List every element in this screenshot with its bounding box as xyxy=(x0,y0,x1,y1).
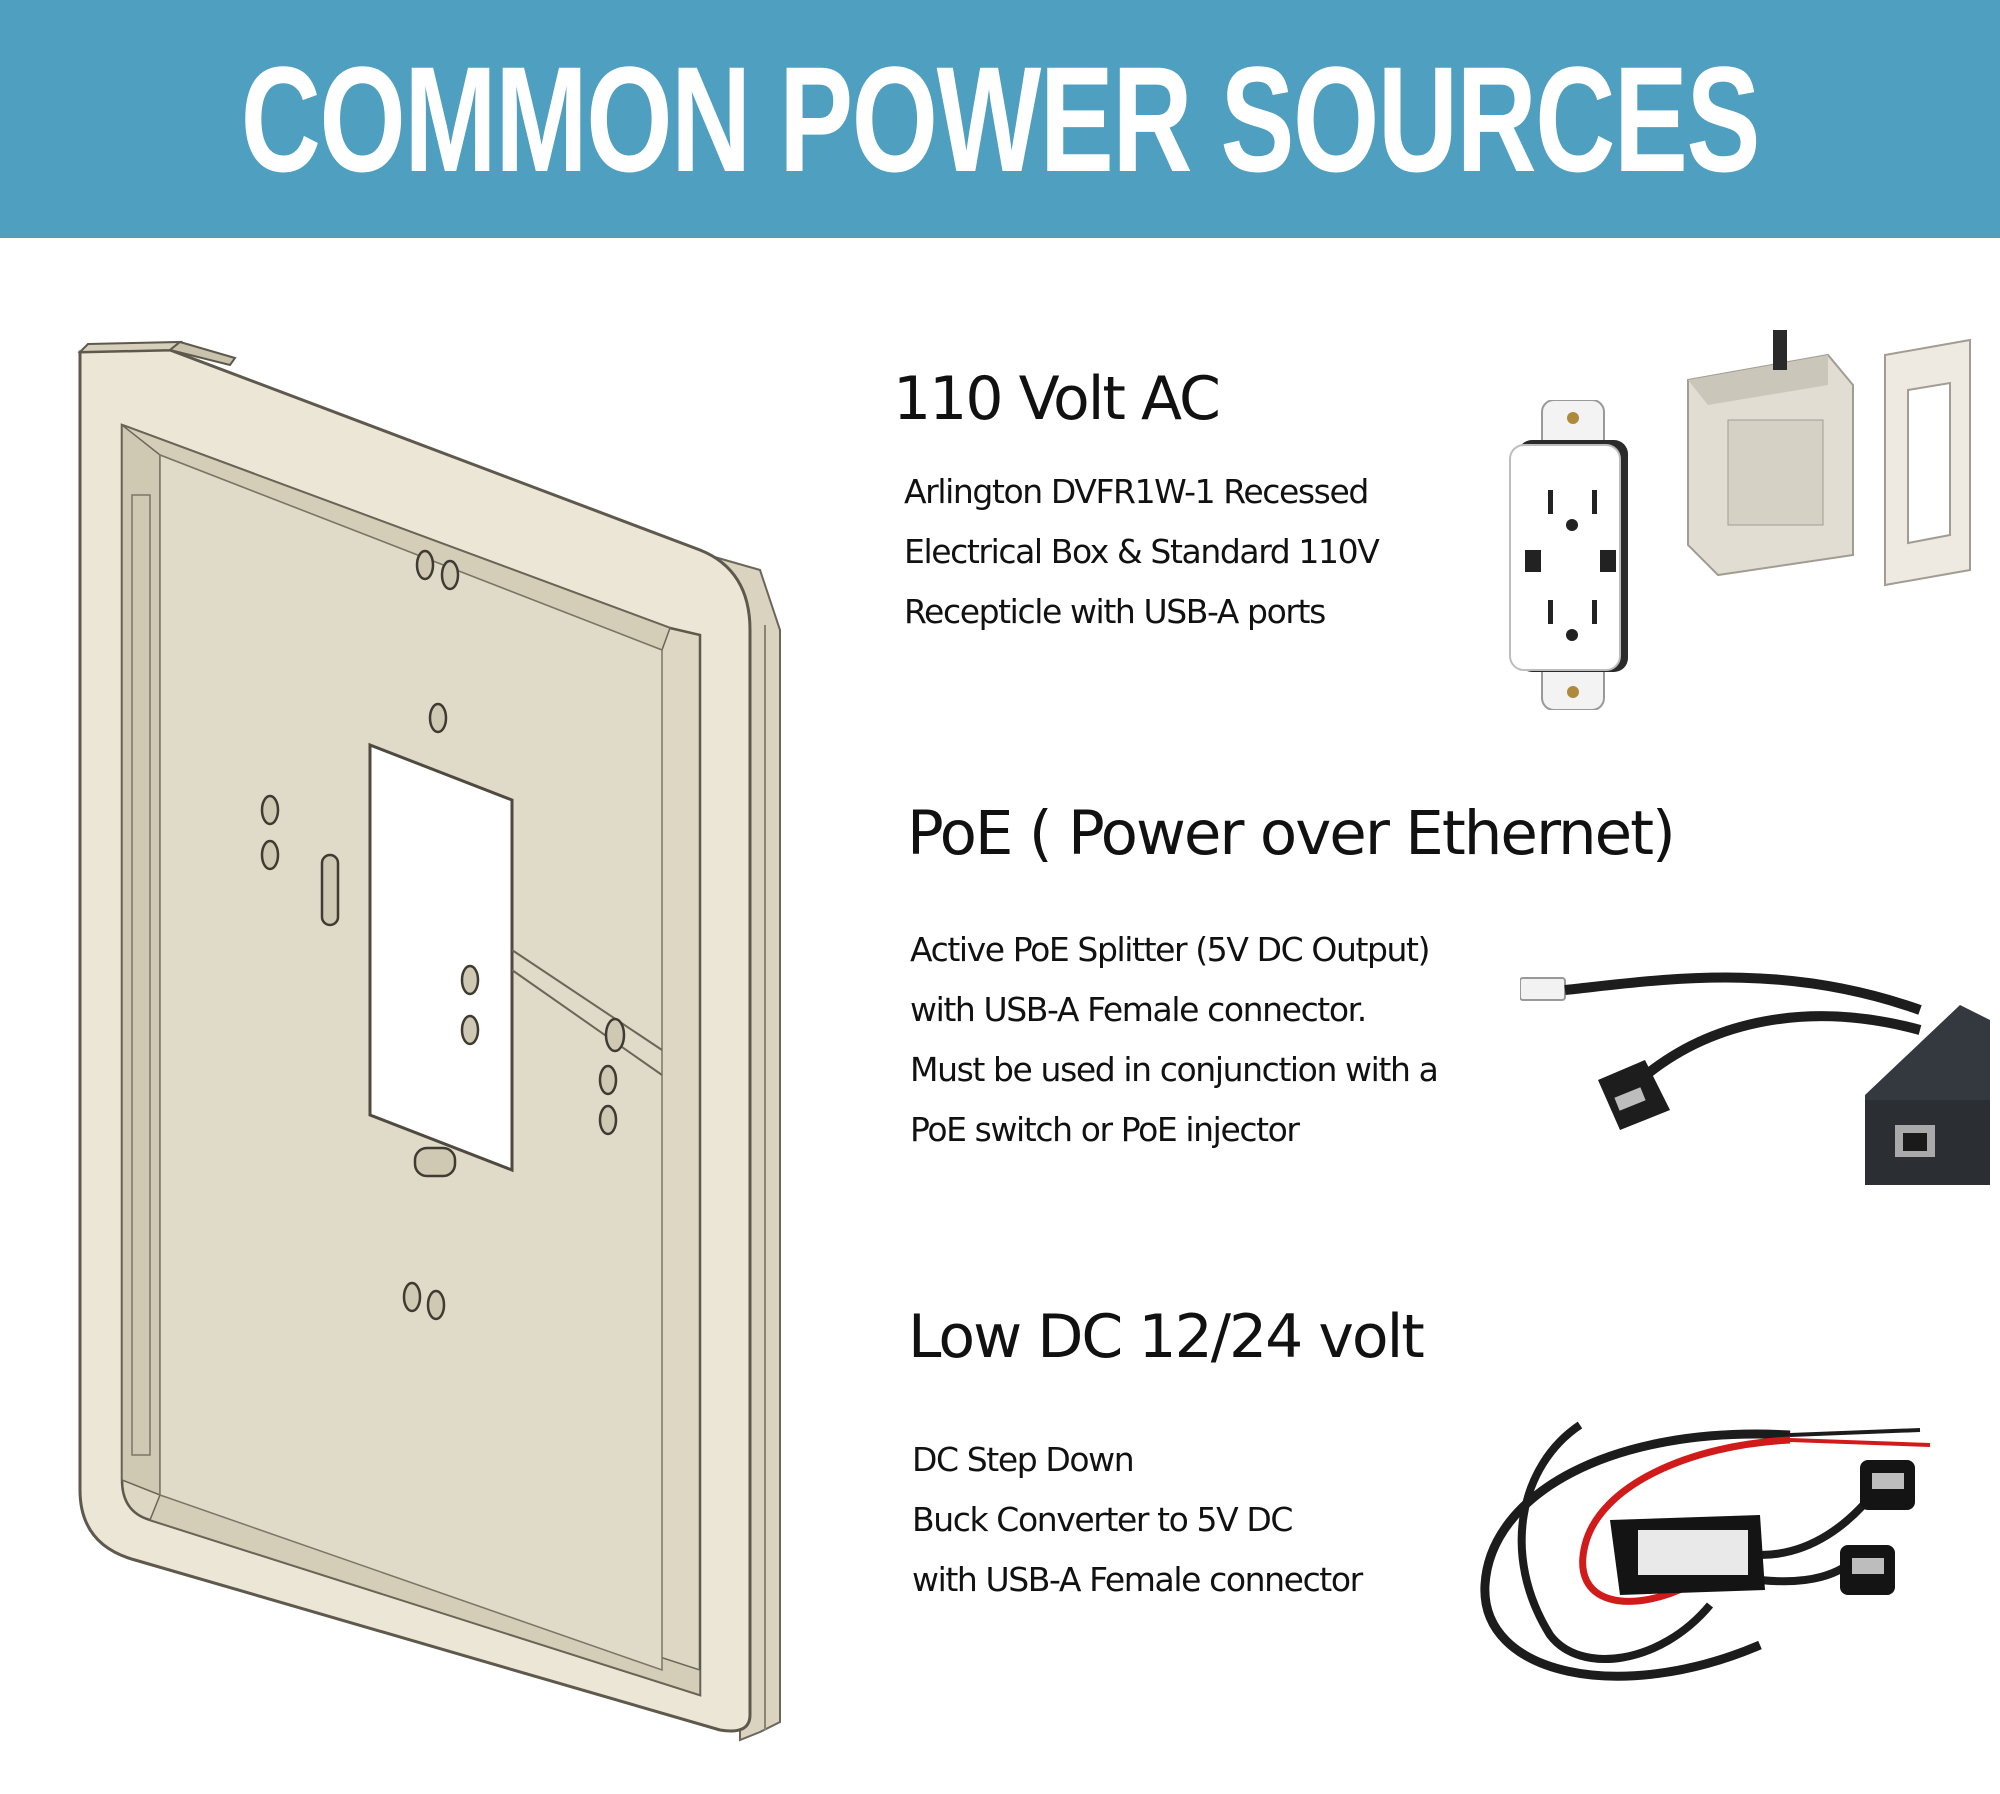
section-desc-110v: Arlington DVFR1W-1 Recessed Electrical B… xyxy=(904,462,1380,642)
section-desc-poe: Active PoE Splitter (5V DC Output) with … xyxy=(910,920,1439,1160)
header-banner: COMMON POWER SOURCES xyxy=(0,0,2000,238)
desc-line: Active PoE Splitter (5V DC Output) xyxy=(910,930,1430,969)
poe-splitter-image xyxy=(1520,972,1990,1185)
desc-line: Must be used in conjunction with a xyxy=(910,1050,1439,1089)
desc-line: Buck Converter to 5V DC xyxy=(912,1500,1293,1539)
desc-line: with USB-A Female connector xyxy=(912,1560,1363,1599)
section-desc-low-dc: DC Step Down Buck Converter to 5V DC wit… xyxy=(912,1430,1363,1610)
desc-line: Recepticle with USB-A ports xyxy=(904,592,1326,631)
desc-line: Electrical Box & Standard 110V xyxy=(904,532,1380,571)
desc-line: Arlington DVFR1W-1 Recessed xyxy=(904,472,1369,511)
recessed-box-image xyxy=(1687,330,1854,577)
section-title-110v: 110 Volt AC xyxy=(893,364,1221,434)
buck-converter-image xyxy=(1480,1421,1931,1681)
desc-line: DC Step Down xyxy=(912,1440,1135,1479)
usb-outlet-image xyxy=(1509,400,1628,710)
wall-plate-image xyxy=(1884,338,1971,587)
wall-mount-frame-image xyxy=(77,340,781,1742)
page-title: COMMON POWER SOURCES xyxy=(240,35,1761,203)
section-title-poe: PoE ( Power over Ethernet) xyxy=(907,798,1676,869)
desc-line: with USB-A Female connector. xyxy=(910,990,1367,1029)
desc-line: PoE switch or PoE injector xyxy=(910,1110,1300,1149)
section-title-low-dc: Low DC 12/24 volt xyxy=(908,1302,1425,1372)
